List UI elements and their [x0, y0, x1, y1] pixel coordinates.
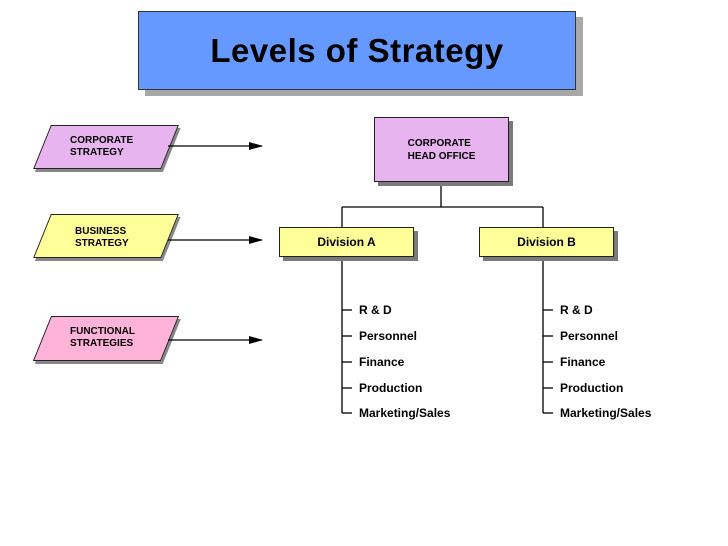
division-b-label: Division B [517, 235, 576, 249]
division-a-box: Division A [279, 227, 414, 257]
division-b-function-item: Marketing/Sales [560, 406, 652, 420]
corporate-strategy-line1: CORPORATE [70, 135, 134, 146]
functional-strategies-line1: FUNCTIONAL [70, 326, 135, 337]
division-a-function-item: R & D [359, 303, 392, 317]
corporate-strategy-line2: STRATEGY [70, 147, 124, 158]
business-strategy-label: BUSINESS STRATEGY [75, 226, 129, 250]
business-strategy-line2: STRATEGY [75, 238, 129, 249]
division-a-label: Division A [317, 235, 376, 249]
division-a-function-item: Marketing/Sales [359, 406, 451, 420]
head-office-line1: CORPORATE [407, 137, 471, 149]
division-b-function-item: Finance [560, 355, 606, 369]
page-title: Levels of Strategy [210, 31, 504, 69]
division-b-box: Division B [479, 227, 614, 257]
division-b-function-item: Personnel [560, 329, 619, 343]
corporate-head-office-box: CORPORATE HEAD OFFICE [374, 117, 509, 182]
corporate-strategy-label: CORPORATE STRATEGY [70, 135, 133, 159]
functional-strategies-line2: STRATEGIES [70, 338, 134, 349]
title-banner: Levels of Strategy [138, 11, 576, 90]
business-strategy-line1: BUSINESS [75, 226, 127, 237]
corporate-head-office-label: CORPORATE HEAD OFFICE [408, 137, 476, 163]
head-office-line2: HEAD OFFICE [407, 150, 476, 162]
division-b-function-item: Production [560, 381, 624, 395]
division-a-function-item: Production [359, 381, 423, 395]
division-a-function-item: Personnel [359, 329, 418, 343]
functional-strategies-label: FUNCTIONAL STRATEGIES [70, 326, 135, 350]
division-b-function-item: R & D [560, 303, 593, 317]
division-a-function-item: Finance [359, 355, 405, 369]
